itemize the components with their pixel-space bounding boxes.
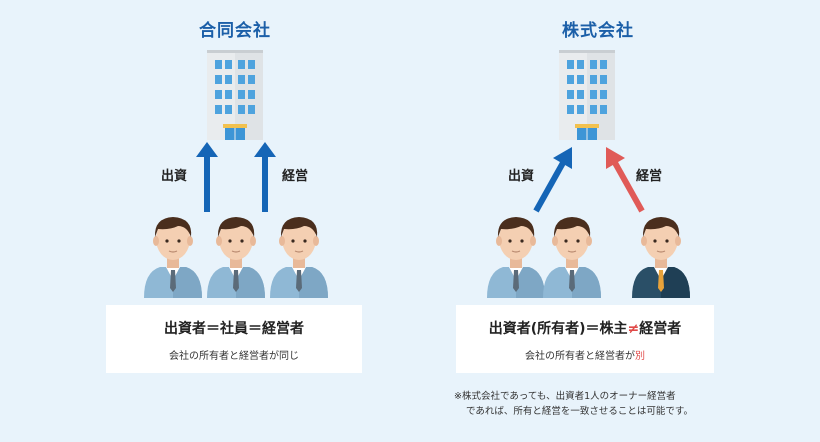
invest-label: 出資 [508, 169, 535, 184]
llc-panel: 合同会社 出資 経営 出資者＝社員＝経営者 会社の所有者と経営者が同じ [106, 21, 362, 373]
kk-summary-main-b: 経営者 [639, 321, 682, 337]
kk-panel: 株式会社 出資 経営 出資者(所有者)＝株主≠経営者 会社の所有者と経営者が別 … [410, 0, 820, 442]
person-icon [266, 212, 332, 298]
llc-summary-sub: 会社の所有者と経営者が同じ [169, 351, 299, 362]
person-icon [539, 212, 605, 298]
note-text: ※株式会社であっても、出資者1人のオーナー経営者 であれば、所有と経営を一致させ… [454, 389, 693, 419]
kk-summary-main-a: 出資者(所有者)＝株主 [488, 321, 628, 337]
person-icon [140, 212, 206, 298]
invest-arrow-icon [533, 147, 572, 213]
kk-summary-box: 出資者(所有者)＝株主≠経営者 会社の所有者と経営者が別 [456, 305, 714, 373]
owner-manager-person-icon [628, 212, 694, 298]
manage-arrow-icon [254, 142, 276, 212]
invest-label: 出資 [161, 169, 188, 184]
llc-summary-box: 出資者＝社員＝経営者 会社の所有者と経営者が同じ [106, 305, 362, 373]
note-line-1: ※株式会社であっても、出資者1人のオーナー経営者 [454, 391, 676, 402]
llc-title: 合同会社 [199, 21, 271, 41]
person-icon [203, 212, 269, 298]
llc-summary-main: 出資者＝社員＝経営者 [164, 321, 304, 337]
manage-arrow-icon [606, 147, 645, 213]
kk-summary-sub-diff: 別 [635, 351, 645, 362]
note-line-2: であれば、所有と経営を一致させることは可能です。 [466, 406, 693, 417]
kk-title: 株式会社 [562, 21, 634, 41]
building-icon [205, 50, 265, 140]
manage-label: 経営 [636, 169, 663, 184]
building-icon [557, 50, 617, 140]
not-equal-sign: ≠ [627, 321, 640, 337]
invest-arrow-icon [196, 142, 218, 212]
manage-label: 経営 [282, 169, 309, 184]
kk-summary-main: 出資者(所有者)＝株主≠経営者 [456, 318, 714, 338]
kk-summary-sub-a: 会社の所有者と経営者が [525, 351, 635, 362]
kk-summary-sub: 会社の所有者と経営者が別 [456, 347, 714, 362]
